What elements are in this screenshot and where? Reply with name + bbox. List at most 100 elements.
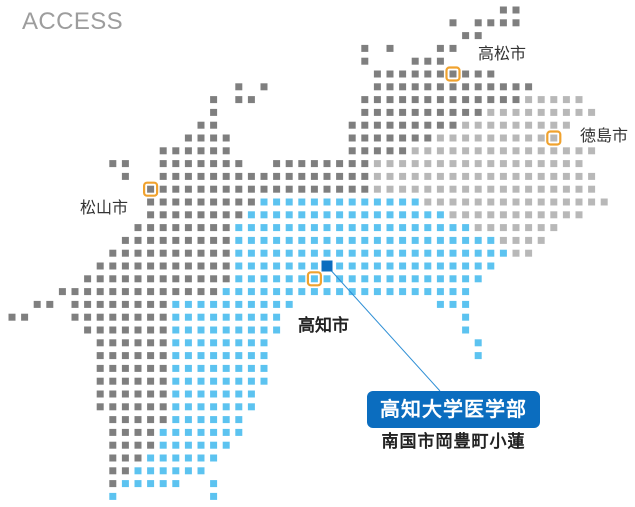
map-dot-gray: [474, 108, 482, 116]
map-dot-gray: [109, 480, 117, 488]
map-dot-gray: [159, 403, 167, 411]
map-dot-gray: [121, 326, 129, 334]
map-dot-gray: [336, 185, 344, 193]
map-dot-blue: [273, 236, 281, 244]
map-dot-gray: [436, 44, 444, 52]
map-dot-blue: [109, 492, 117, 500]
map-dot-blue: [411, 275, 419, 283]
map-dot-blue: [197, 339, 205, 347]
map-dot-gray: [134, 390, 142, 398]
map-dot-gray: [336, 172, 344, 180]
map-dot-gray: [121, 352, 129, 360]
map-dot-blue: [222, 288, 230, 296]
map-dot-light-gray: [537, 121, 545, 129]
map-dot-blue: [298, 249, 306, 257]
map-dot-gray: [109, 390, 117, 398]
map-dot-blue: [285, 211, 293, 219]
map-dot-light-gray: [474, 185, 482, 193]
map-dot-light-gray: [462, 198, 470, 206]
map-dot-light-gray: [436, 172, 444, 180]
map-dot-gray: [247, 198, 255, 206]
map-dot-light-gray: [525, 198, 533, 206]
map-dot-blue: [487, 249, 495, 257]
map-dot-blue: [235, 428, 243, 436]
map-dot-gray: [58, 288, 66, 296]
map-dot-gray: [399, 96, 407, 104]
map-dot-gray: [197, 134, 205, 142]
map-dot-light-gray: [474, 211, 482, 219]
map-dot-blue: [184, 339, 192, 347]
map-dot-blue: [361, 249, 369, 257]
map-dot-blue: [147, 467, 155, 475]
map-dot-light-gray: [537, 147, 545, 155]
map-dot-light-gray: [562, 198, 570, 206]
map-dot-blue: [172, 326, 180, 334]
map-dot-gray: [436, 57, 444, 65]
map-dot-gray: [121, 416, 129, 424]
map-dot-gray: [109, 160, 117, 168]
map-dot-gray: [172, 172, 180, 180]
map-dot-gray: [210, 275, 218, 283]
map-dot-gray: [210, 288, 218, 296]
map-dot-light-gray: [525, 236, 533, 244]
map-dot-gray: [121, 313, 129, 321]
map-dot-light-gray: [575, 147, 583, 155]
map-dot-light-gray: [462, 121, 470, 129]
map-dot-blue: [323, 211, 331, 219]
map-dot-gray: [386, 147, 394, 155]
map-dot-light-gray: [499, 224, 507, 232]
map-dot-gray: [386, 70, 394, 78]
map-dot-gray: [210, 147, 218, 155]
map-dot-light-gray: [562, 211, 570, 219]
map-dot-gray: [348, 172, 356, 180]
map-dot-blue: [247, 300, 255, 308]
map-dot-blue: [235, 326, 243, 334]
map-dot-light-gray: [487, 185, 495, 193]
map-dot-light-gray: [575, 198, 583, 206]
map-dot-blue: [159, 441, 167, 449]
map-dot-light-gray: [537, 160, 545, 168]
map-dot-blue: [399, 249, 407, 257]
map-dot-gray: [96, 262, 104, 270]
map-dot-blue: [462, 262, 470, 270]
map-dot-blue: [235, 224, 243, 232]
map-dot-blue: [487, 236, 495, 244]
map-dot-gray: [147, 352, 155, 360]
map-dot-blue: [147, 454, 155, 462]
map-dot-blue: [184, 352, 192, 360]
map-dot-gray: [210, 236, 218, 244]
map-dot-gray: [436, 83, 444, 91]
map-dot-blue: [411, 288, 419, 296]
map-dot-gray: [424, 57, 432, 65]
map-dot-gray: [298, 185, 306, 193]
map-dot-light-gray: [474, 172, 482, 180]
map-dot-gray: [147, 313, 155, 321]
map-dot-gray: [273, 160, 281, 168]
map-dot-blue: [210, 492, 218, 500]
map-dot-blue: [184, 454, 192, 462]
map-dot-gray: [134, 428, 142, 436]
map-dot-gray: [348, 160, 356, 168]
map-dot-gray: [373, 70, 381, 78]
map-dot-gray: [147, 441, 155, 449]
map-dot-gray: [373, 108, 381, 116]
map-dot-light-gray: [550, 198, 558, 206]
map-dot-light-gray: [436, 134, 444, 142]
map-dot-gray: [134, 352, 142, 360]
map-dot-light-gray: [424, 185, 432, 193]
map-dot-blue: [222, 416, 230, 424]
destination-badge: 高知大学医学部: [367, 391, 540, 428]
map-dot-blue: [462, 313, 470, 321]
map-dot-light-gray: [525, 160, 533, 168]
map-dot-gray: [348, 121, 356, 129]
map-dot-light-gray: [499, 185, 507, 193]
map-dot-light-gray: [562, 108, 570, 116]
map-dot-blue: [197, 313, 205, 321]
map-dot-gray: [159, 326, 167, 334]
map-dot-blue: [260, 377, 268, 385]
map-dot-gray: [121, 236, 129, 244]
map-dot-gray: [121, 300, 129, 308]
map-dot-blue: [184, 390, 192, 398]
map-dot-gray: [84, 313, 92, 321]
map-dot-blue: [197, 428, 205, 436]
